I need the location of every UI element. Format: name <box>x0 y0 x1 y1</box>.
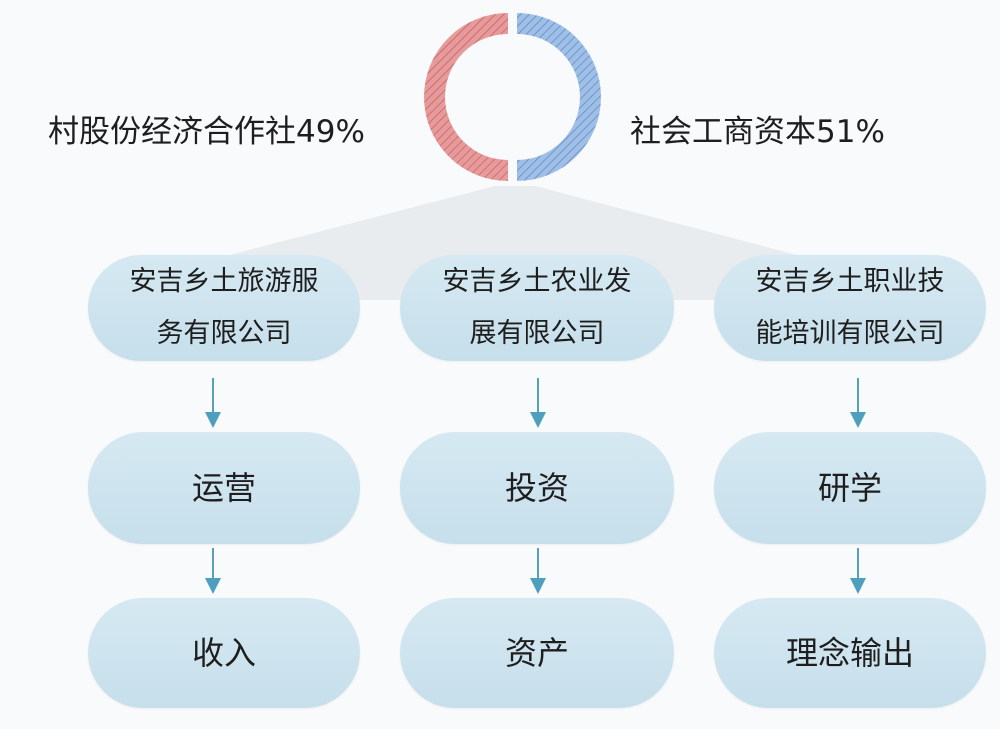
role-investment: 投资 <box>400 432 674 544</box>
arrow-down-icon <box>205 578 221 594</box>
company-tourism: 安吉乡土旅游服务有限公司 <box>88 255 360 361</box>
arrow-down-icon <box>530 412 546 428</box>
cooperative-share-label: 村股份经济合作社49% <box>48 114 365 150</box>
output-concept-export: 理念输出 <box>714 598 986 708</box>
arrows <box>205 378 866 594</box>
company-name-line1: 安吉乡土旅游服 <box>129 266 319 297</box>
company-agriculture: 安吉乡土农业发展有限公司 <box>400 255 674 361</box>
company-name-line1: 安吉乡土农业发 <box>442 266 632 297</box>
donut-segment-cooperative <box>424 13 508 181</box>
company-name-line2: 能培训有限公司 <box>755 318 945 349</box>
role-study: 研学 <box>714 432 986 544</box>
capital-share-label: 社会工商资本51% <box>630 114 885 150</box>
output-income: 收入 <box>88 598 360 708</box>
arrow-down-icon <box>850 578 866 594</box>
company-name-line2: 务有限公司 <box>156 318 292 349</box>
arrow-down-icon <box>850 412 866 428</box>
role-operation: 运营 <box>88 432 360 544</box>
company-name-line2: 展有限公司 <box>469 318 605 349</box>
donut-segment-capital <box>517 13 601 181</box>
arrow-down-icon <box>205 412 221 428</box>
arrow-down-icon <box>530 578 546 594</box>
company-name-line1: 安吉乡土职业技 <box>755 266 945 297</box>
output-assets: 资产 <box>400 598 674 708</box>
company-training: 安吉乡土职业技能培训有限公司 <box>714 255 986 361</box>
